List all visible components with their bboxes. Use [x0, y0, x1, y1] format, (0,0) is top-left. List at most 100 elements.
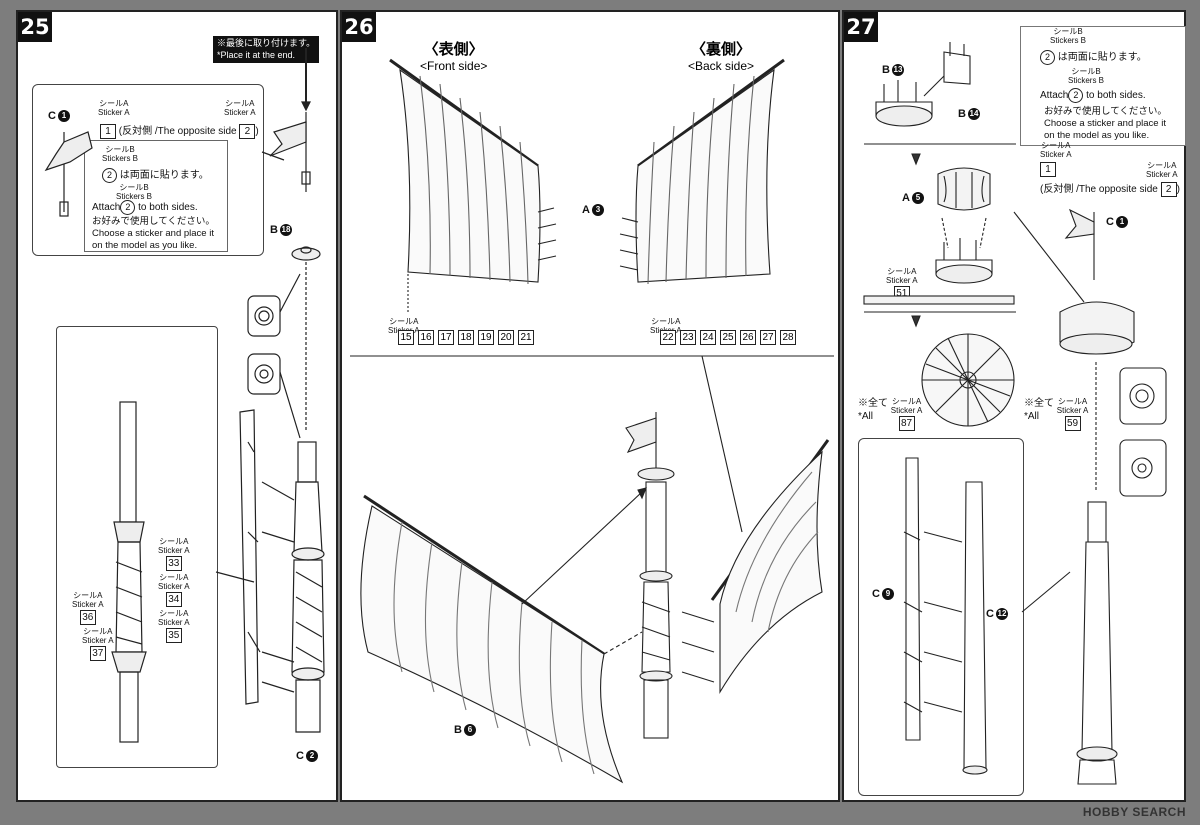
- opposite-side-label: (反対側 /The opposite side: [1040, 184, 1158, 195]
- sticker-b-jp: シールB: [1071, 67, 1101, 76]
- front-sticker-numbers: 15 16 17 18 19 20 21: [398, 330, 534, 345]
- part-number: 12: [995, 608, 1008, 621]
- part-letter: B: [454, 724, 462, 736]
- both-sides-jp: は両面に貼ります。: [119, 170, 209, 181]
- part-number: 1: [1115, 216, 1128, 229]
- part-letter: C: [986, 608, 994, 620]
- back-side-en: <Back side>: [688, 59, 755, 73]
- sticker-a-jp: シールA: [225, 99, 255, 108]
- sticker-a-jp: シールA: [651, 317, 681, 326]
- choose-en-2: on the model as you like.: [1044, 129, 1150, 141]
- back-sticker-numbers: 22 23 24 25 26 27 28: [660, 330, 796, 345]
- sticker-a-en: Sticker A: [158, 581, 190, 591]
- choose-text: お好みで使用してください。 Choose a sticker and place…: [1044, 106, 1167, 142]
- part-letter: C: [872, 588, 880, 600]
- front-side-en: <Front side>: [420, 59, 488, 73]
- sticker-number: 26: [740, 330, 756, 345]
- part-number: 3: [591, 204, 604, 217]
- both-sides-jp-line: 2 は両面に貼ります。: [102, 168, 209, 183]
- choose-en-1: Choose a sticker and place it: [92, 227, 214, 239]
- step-25-illustration: [44, 48, 325, 743]
- sticker-a-jp: シールA: [159, 573, 189, 582]
- both-sides-jp: は両面に貼ります。: [1057, 52, 1147, 63]
- all-en: *All: [858, 410, 874, 422]
- part-number: 13: [891, 64, 904, 77]
- sticker-circle-number: 2: [1040, 50, 1055, 65]
- part-number: 6: [463, 724, 476, 737]
- sticker-number: 35: [165, 627, 182, 643]
- sticker-a-jp: シールA: [389, 317, 419, 326]
- attach-prefix: Attach: [1040, 90, 1069, 101]
- part-letter: B: [270, 224, 278, 236]
- watermark: HOBBY SEARCH: [1082, 805, 1186, 819]
- sticker-a-en: Sticker A: [224, 107, 256, 117]
- sticker-a-jp: シールA: [891, 397, 922, 406]
- sticker-circle-number: 2: [102, 168, 117, 183]
- sticker-number: 1: [100, 124, 116, 139]
- tag-en: *Place it at the end.: [217, 49, 296, 60]
- step-26-illustration: [350, 58, 834, 784]
- sticker-number: 21: [518, 330, 534, 345]
- place-at-end-tag: ※最後に取り付けます。 *Place it at the end.: [213, 36, 320, 64]
- sticker-a-jp: シールA: [99, 99, 129, 108]
- sticker-number: 33: [165, 555, 182, 571]
- sticker-number: 2: [1160, 182, 1177, 197]
- sticker-b-en: Stickers B: [1050, 35, 1087, 45]
- step-number: 25: [18, 12, 52, 42]
- sticker-number: 34: [165, 591, 182, 607]
- sticker-a-en: Sticker A: [98, 107, 130, 117]
- sticker-number: 28: [780, 330, 796, 345]
- sticker-a-jp: シールA: [73, 591, 103, 600]
- sticker-number: 19: [478, 330, 494, 345]
- tag-jp: ※最後に取り付けます。: [217, 38, 316, 48]
- sticker-a-en: Sticker A: [886, 275, 918, 285]
- sticker-number: 37: [89, 645, 106, 661]
- sticker-b-en: Stickers B: [1068, 75, 1105, 85]
- all-en: *All: [1024, 410, 1040, 422]
- sticker-a-en: Sticker A: [1056, 405, 1089, 415]
- front-side-label: 〈表側〉 <Front side>: [420, 38, 487, 73]
- part-number: 14: [967, 108, 980, 121]
- all-jp: ※全て: [858, 398, 888, 409]
- part-number: 18: [279, 224, 292, 237]
- opposite-side-label: (反対側 /The opposite side: [118, 126, 237, 137]
- attach-suffix: to both sides.: [138, 202, 198, 213]
- back-side-label: 〈裏側〉 <Back side>: [688, 38, 754, 73]
- sticker-1-box: 1: [1040, 162, 1056, 177]
- sticker-a-jp: シールA: [159, 609, 189, 618]
- opposite-side-line: (反対側 /The opposite side 2): [1040, 182, 1180, 197]
- mast-detail-box: [56, 326, 218, 768]
- step-number: 27: [844, 12, 878, 42]
- sticker-a-en: Sticker A: [158, 545, 190, 555]
- opposite-side-line: 1 (反対側 /The opposite side 2): [100, 124, 259, 139]
- choose-jp: お好みで使用してください。: [1044, 106, 1167, 117]
- sticker-a-jp: シールA: [1057, 397, 1088, 406]
- part-letter: A: [902, 192, 910, 204]
- choose-text: お好みで使用してください。 Choose a sticker and place…: [92, 216, 215, 252]
- sticker-b-box: [84, 140, 228, 252]
- part-letter: B: [882, 64, 890, 76]
- step-27-illustration: [863, 42, 1167, 785]
- sticker-number: 59: [1064, 415, 1081, 431]
- sticker-number: 17: [438, 330, 454, 345]
- sticker-a-en: Sticker A: [158, 617, 190, 627]
